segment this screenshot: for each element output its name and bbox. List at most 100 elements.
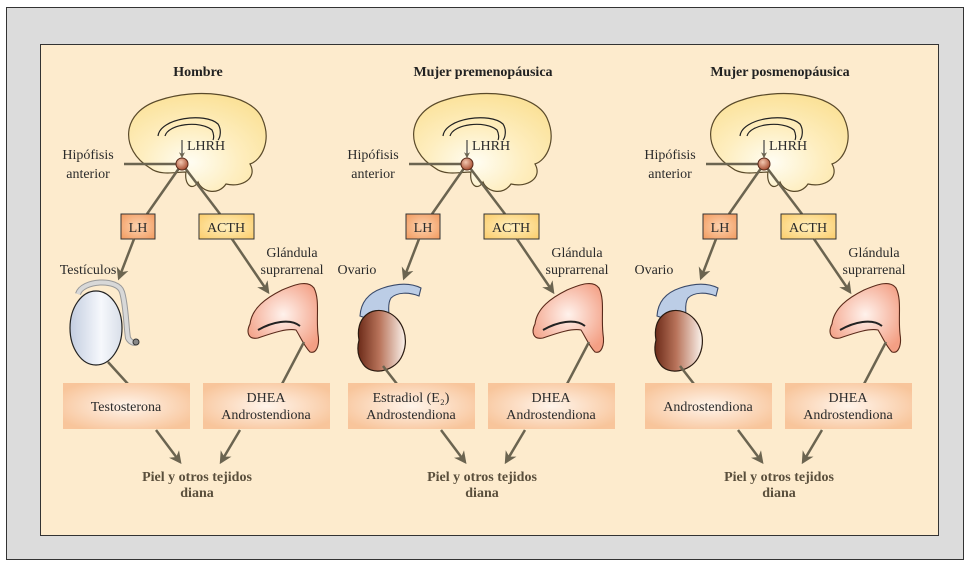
target-tissue-label-2: diana	[180, 486, 213, 501]
adrenal-product-label: DHEA	[829, 391, 869, 406]
target-tissue-label: Piel y otros tejidos	[724, 470, 834, 485]
gonad-product-label: Testosterona	[91, 400, 162, 415]
gonad-label: Ovario	[338, 263, 377, 278]
arrow-adrenal-target	[504, 429, 527, 465]
acth-box	[483, 213, 540, 240]
arrow-adrenal-target	[801, 429, 824, 465]
adrenal-medulla-line	[257, 320, 301, 331]
pituitary-node	[460, 157, 474, 171]
connector-gonad-product	[107, 361, 129, 385]
testis-icon	[69, 290, 123, 366]
lhrh-label: LHRH	[187, 139, 225, 154]
corpus-callosum-icon	[739, 117, 803, 141]
adrenal-product-label-2: Androstendiona	[506, 408, 596, 423]
adrenal-medulla-line	[839, 320, 883, 331]
adrenal-gland-icon	[829, 282, 902, 353]
adrenal-medulla-line	[542, 320, 586, 331]
connector-gonad-product	[679, 365, 695, 385]
connector-acth	[763, 163, 803, 215]
pituitary-label-2: anterior	[648, 167, 692, 182]
adrenal-product-label-2: Androstendiona	[221, 408, 311, 423]
acth-box	[780, 213, 837, 240]
gonad-product-box	[348, 383, 475, 429]
adrenal-product-label: DHEA	[247, 391, 287, 406]
acth-box	[198, 213, 255, 240]
acth-label: ACTH	[207, 221, 245, 236]
arrow-acth-adrenal	[515, 238, 555, 295]
lh-label: LH	[414, 221, 433, 236]
ovary-icon	[654, 309, 703, 372]
acth-label: ACTH	[789, 221, 827, 236]
acth-label: ACTH	[492, 221, 530, 236]
adrenal-gland-icon	[532, 282, 605, 353]
pituitary-label-2: anterior	[66, 167, 110, 182]
corpus-callosum-icon	[442, 117, 506, 141]
adrenal-product-box	[488, 383, 615, 429]
connector-lh	[430, 163, 469, 215]
ovary-icon	[357, 309, 406, 372]
target-tissue-label-2: diana	[465, 486, 498, 501]
pituitary-label: Hipófisis	[62, 148, 113, 163]
lhrh-label: LHRH	[769, 139, 807, 154]
arrow-lh-gonad	[116, 238, 136, 281]
target-tissue-label-2: diana	[762, 486, 795, 501]
connector-lh	[145, 163, 184, 215]
arrow-lh-gonad	[698, 238, 718, 281]
adrenal-label: Glándula	[266, 246, 318, 261]
gonad-product-label: Estradiol (E₂)	[373, 391, 450, 406]
adrenal-product-box	[785, 383, 912, 429]
arrow-acth-adrenal	[812, 238, 852, 295]
lhrh-label: LHRH	[472, 139, 510, 154]
gonad-label: Ovario	[635, 263, 674, 278]
gonad-product-label-2: Androstendiona	[366, 408, 456, 423]
pituitary-node	[757, 157, 771, 171]
connector-adrenal-product	[280, 341, 306, 385]
adrenal-label-2: suprarrenal	[843, 263, 906, 278]
brain-icon	[710, 92, 849, 192]
lh-box	[702, 213, 738, 240]
brain-icon	[413, 92, 552, 192]
connector-adrenal-product	[862, 341, 888, 385]
connector-adrenal-product	[565, 341, 591, 385]
adrenal-gland-icon	[247, 282, 320, 353]
vas-deferens-icon	[132, 338, 140, 346]
connector-gonad-product	[382, 365, 398, 385]
connector-lh	[727, 163, 766, 215]
lh-label: LH	[129, 221, 148, 236]
adrenal-label: Glándula	[848, 246, 900, 261]
corpus-callosum-icon	[157, 117, 221, 141]
connector-acth	[466, 163, 506, 215]
pituitary-node	[175, 157, 189, 171]
arrow-lh-gonad	[401, 238, 421, 281]
pituitary-label: Hipófisis	[644, 148, 695, 163]
adrenal-label: Glándula	[551, 246, 603, 261]
lh-box	[120, 213, 156, 240]
arrow-gonad-target	[155, 429, 182, 464]
lh-label: LH	[711, 221, 730, 236]
arrow-gonad-target	[440, 429, 467, 464]
pituitary-label-2: anterior	[351, 167, 395, 182]
adrenal-label-2: suprarrenal	[261, 263, 324, 278]
gonad-product-label: Androstendiona	[663, 400, 753, 415]
gonad-label: Testículos	[60, 263, 117, 278]
gonad-product-box	[645, 383, 772, 429]
gonad-product-box	[63, 383, 190, 429]
pituitary-label: Hipófisis	[347, 148, 398, 163]
adrenal-product-box	[203, 383, 330, 429]
connector-acth	[181, 163, 221, 215]
adrenal-product-label-2: Androstendiona	[803, 408, 893, 423]
epididymis-inner	[76, 280, 138, 345]
arrow-adrenal-target	[219, 429, 242, 465]
adrenal-product-label: DHEA	[532, 391, 572, 406]
adrenal-label-2: suprarrenal	[546, 263, 609, 278]
panel-title: Mujer premenopáusica	[413, 65, 552, 80]
lh-box	[405, 213, 441, 240]
panel-title: Mujer posmenopáusica	[710, 65, 849, 80]
arrow-gonad-target	[737, 429, 764, 464]
panel-title: Hombre	[173, 65, 223, 80]
target-tissue-label: Piel y otros tejidos	[142, 470, 252, 485]
